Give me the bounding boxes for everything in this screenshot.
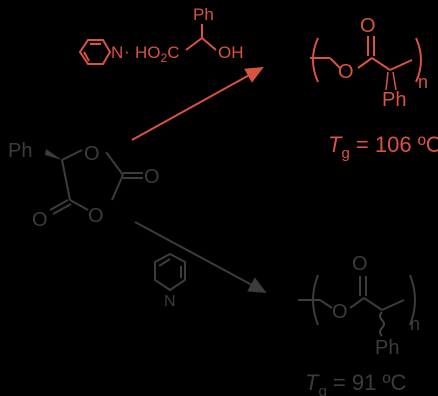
arrow-bottom bbox=[134, 221, 267, 293]
monomer-ring-o-top: O bbox=[84, 143, 100, 165]
pyridine-n-top: N bbox=[111, 43, 123, 62]
pyridine-ring-bottom bbox=[154, 252, 186, 292]
polymer-bottom-structure bbox=[298, 274, 416, 337]
monomer-ring-o-bottom: O bbox=[88, 205, 104, 227]
polymer-top-structure bbox=[310, 36, 422, 83]
monomer-ph-label: Ph bbox=[8, 140, 32, 162]
polymer-bottom-carbonyl-o: O bbox=[352, 253, 368, 275]
polymer-top-chain-o: O bbox=[338, 61, 354, 83]
mandelic-acid-bonds bbox=[185, 24, 217, 51]
mandelic-ph-label: Ph bbox=[193, 5, 214, 24]
polymer-top-n: n bbox=[418, 72, 428, 92]
polymer-bottom-ph: Ph bbox=[375, 337, 399, 359]
arrow-top bbox=[131, 67, 264, 141]
polymer-bottom-chain-o: O bbox=[332, 301, 348, 323]
monomer-carbonyl-o-right: O bbox=[144, 166, 160, 188]
pyridine-n-bottom: N bbox=[164, 293, 176, 310]
mandelic-oh-label: OH bbox=[218, 43, 244, 62]
polymer-bottom-n: n bbox=[410, 314, 420, 334]
polymer-top-carbonyl-o: O bbox=[360, 15, 376, 37]
tg-top-label: Tg = 106 ºC bbox=[328, 132, 438, 162]
polymer-top-ph: Ph bbox=[382, 89, 406, 111]
stereo-wedge bbox=[45, 149, 62, 160]
tg-bottom-label: Tg = 91 ºC bbox=[305, 370, 406, 396]
monomer-carbonyl-o-left: O bbox=[32, 209, 48, 231]
polymer-top-hash bbox=[385, 71, 397, 91]
mandelic-acid-label: HO2C bbox=[135, 43, 179, 65]
pyridinium-ring bbox=[78, 39, 112, 65]
monomer-structure bbox=[49, 149, 143, 215]
salt-dot: · bbox=[124, 42, 130, 61]
